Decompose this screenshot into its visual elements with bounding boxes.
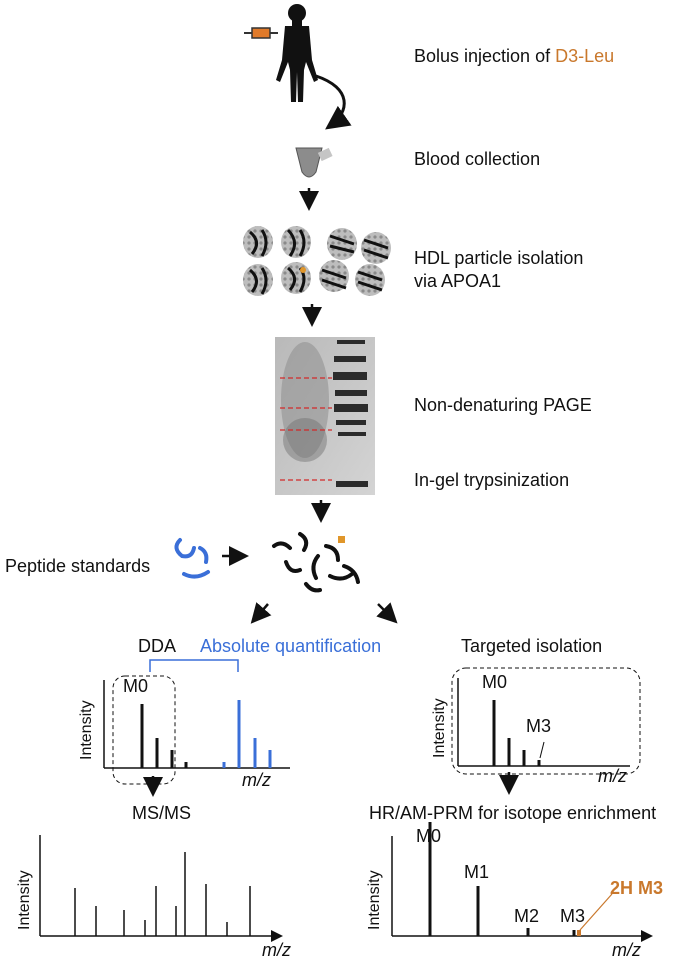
prm-m0-label: M0 — [416, 826, 442, 846]
dda-ylabel: Intensity — [78, 700, 95, 760]
dda-label: DDA — [138, 636, 177, 656]
prm-m2-label: M2 — [514, 906, 540, 926]
prm-label: HR/AM-PRM for isotope enrichment — [369, 803, 657, 823]
injection-text: Bolus injection of — [414, 46, 551, 66]
targeted-ylabel: Intensity — [431, 698, 448, 758]
targeted-spectrum — [451, 667, 641, 775]
msms-ylabel: Intensity — [16, 870, 33, 930]
hdl-label-line1: HDL particle isolation — [414, 248, 584, 268]
prm-2h-label: 2H M3 — [610, 878, 664, 898]
dda-m0-label: M0 — [123, 676, 149, 696]
hdl-label-line2: via APOA1 — [414, 271, 502, 291]
prm-xlabel: m/z — [612, 940, 641, 960]
dda-spectrum — [103, 675, 290, 785]
human-figure-icon — [276, 4, 318, 102]
blood-tube-icon — [295, 147, 333, 178]
prm-m3-label: M3 — [560, 906, 586, 926]
arrow-right-branch — [376, 602, 398, 624]
prm-m1-label: M1 — [464, 862, 490, 882]
targeted-xlabel: m/z — [598, 766, 627, 786]
injection-label: Bolus injection of D3-Leu — [414, 46, 614, 67]
peptide-fragments-icon — [272, 532, 360, 593]
page-label: Non-denaturing PAGE — [414, 395, 592, 415]
labeled-peptide-icon — [338, 536, 345, 543]
targeted-label: Targeted isolation — [461, 636, 603, 656]
targeted-m0-label: M0 — [482, 672, 508, 692]
msms-spectrum — [39, 835, 283, 942]
msms-label: MS/MS — [132, 803, 192, 823]
prm-ylabel: Intensity — [366, 870, 383, 930]
dda-xlabel: m/z — [242, 770, 271, 790]
prm-spectrum — [391, 822, 653, 942]
quant-bracket — [149, 659, 239, 672]
absolute-quant-label: Absolute quantification — [200, 636, 382, 656]
trypsin-label: In-gel trypsinization — [414, 470, 570, 490]
blood-label: Blood collection — [414, 149, 541, 169]
tracer-text: D3-Leu — [555, 46, 615, 66]
syringe-icon — [244, 27, 278, 39]
peptide-standards-label: Peptide standards — [5, 556, 151, 576]
hdl-particles-icon — [243, 226, 391, 296]
curved-arrow-icon — [315, 74, 352, 130]
peptide-standards-icon — [174, 538, 210, 579]
gel-image — [275, 337, 375, 495]
msms-xlabel: m/z — [262, 940, 291, 960]
targeted-m3-label: M3 — [526, 716, 552, 736]
arrow-left-branch — [250, 602, 272, 624]
